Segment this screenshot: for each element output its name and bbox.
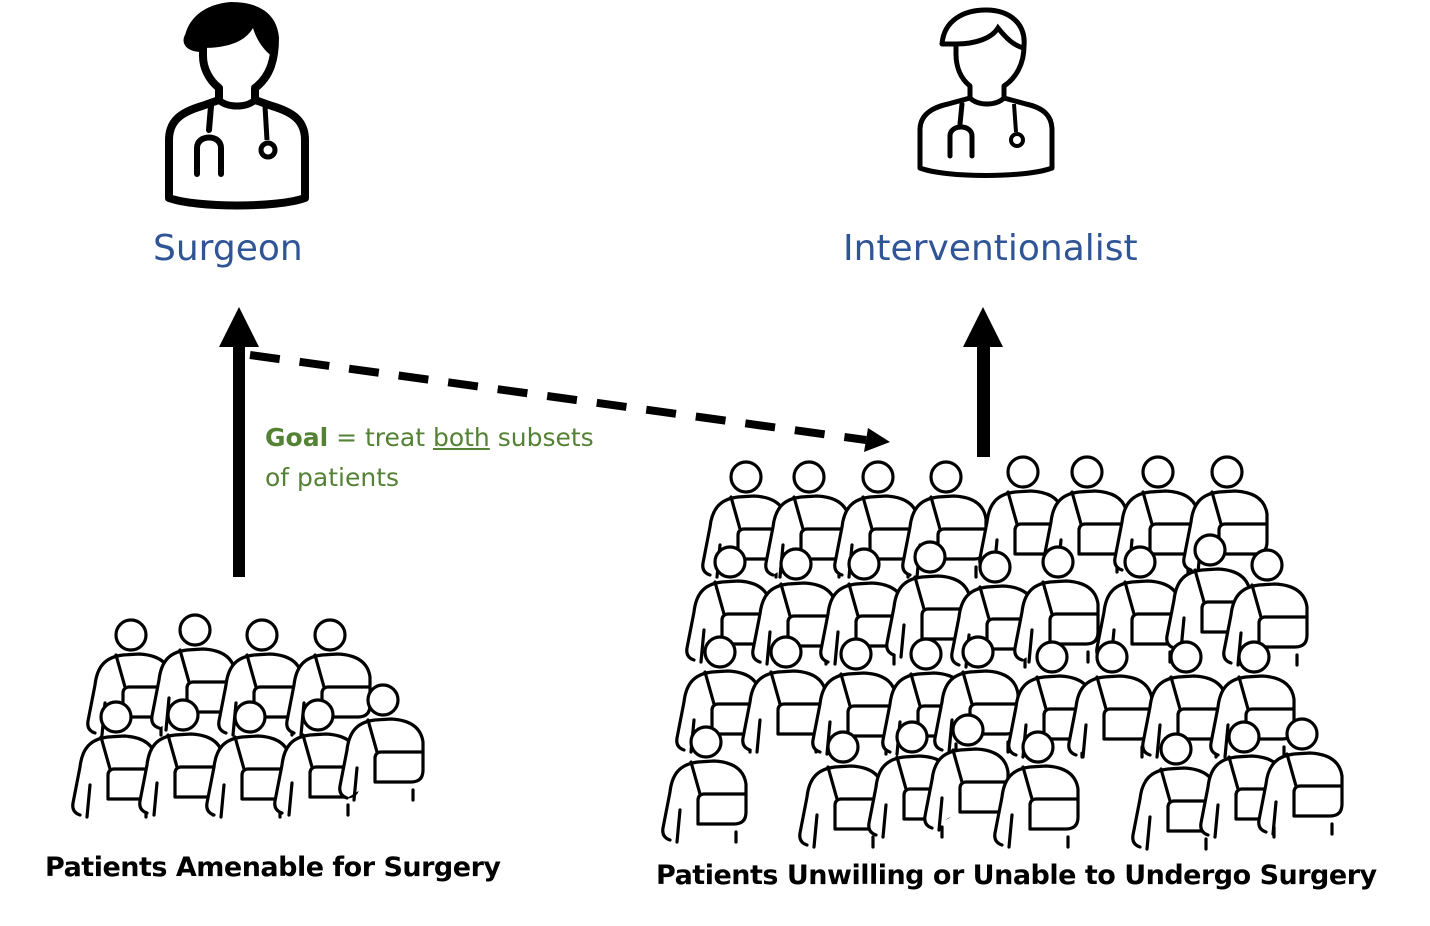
surgeon-icon <box>165 2 309 210</box>
goal-emphasis: both <box>432 423 490 452</box>
arrow-amenable-to-surgeon <box>219 307 259 577</box>
goal-text: Goal = treat both subsets of patients <box>265 418 594 498</box>
interventionalist-label: Interventionalist <box>843 228 1138 269</box>
patient-icon <box>661 725 748 844</box>
amenable-group-label: Patients Amenable for Surgery <box>45 852 501 883</box>
goal-text-part: subsets <box>489 423 594 452</box>
unwilling-group-label: Patients Unwilling or Unable to Undergo … <box>656 860 1377 891</box>
arrow-unwilling-to-interventionalist <box>963 307 1003 457</box>
crowd-amenable <box>71 613 425 819</box>
arrow-surgeon-to-unwilling-dashed <box>249 351 890 452</box>
goal-text-part: = treat <box>328 423 433 452</box>
interventionalist-icon <box>917 7 1055 178</box>
goal-keyword: Goal <box>265 423 329 452</box>
goal-text-line2: of patients <box>265 463 400 492</box>
patient-icon <box>1067 640 1154 759</box>
surgeon-label: Surgeon <box>153 228 303 269</box>
crowd-unwilling <box>661 455 1344 851</box>
